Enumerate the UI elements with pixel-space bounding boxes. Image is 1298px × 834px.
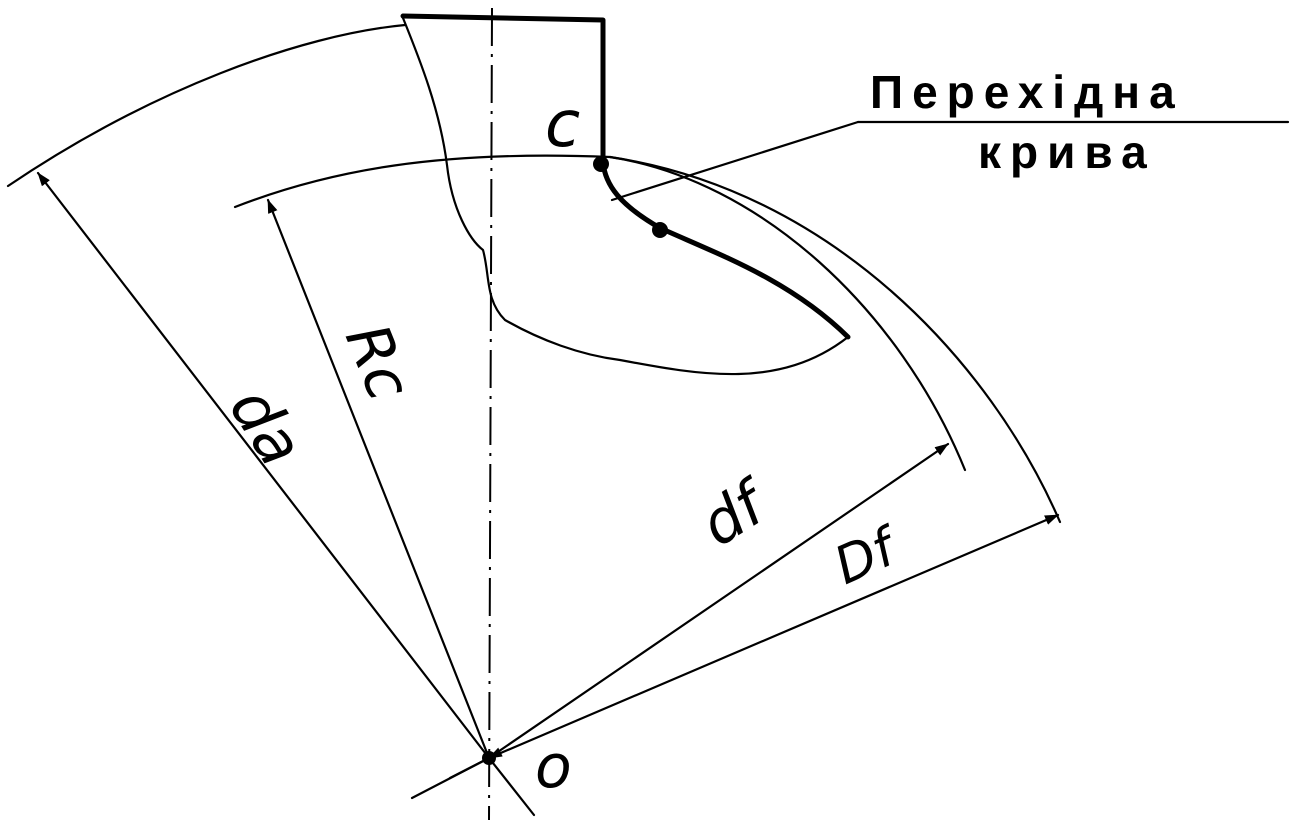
transition-point-dot [652, 222, 668, 238]
Df-dimension-line [487, 513, 1060, 760]
addendum-circle-arc [6, 23, 407, 188]
callout-line-1: Перехідна [870, 66, 1184, 118]
callout-leader [610, 120, 860, 202]
break-line [401, 16, 850, 376]
origin-cross-line-1 [487, 756, 536, 817]
origin-cross-line-3 [448, 756, 491, 780]
tooth-profile-top [400, 13, 606, 165]
center-axis-line [488, 7, 493, 821]
label-da: da [215, 374, 318, 478]
df-dimension-line [487, 442, 950, 760]
callout-line-2: крива [978, 126, 1156, 178]
rc-circle-arc [233, 154, 967, 472]
label-o: o [535, 732, 572, 802]
df-outer-circle-arc [608, 155, 1062, 524]
label-c: c [545, 88, 580, 162]
transition-curve [600, 159, 851, 340]
point-c-dot [593, 156, 609, 172]
label-df: df [689, 466, 783, 561]
rc-dimension-line [266, 198, 491, 760]
da-dimension-line [36, 171, 491, 760]
origin-point-dot [482, 751, 496, 765]
